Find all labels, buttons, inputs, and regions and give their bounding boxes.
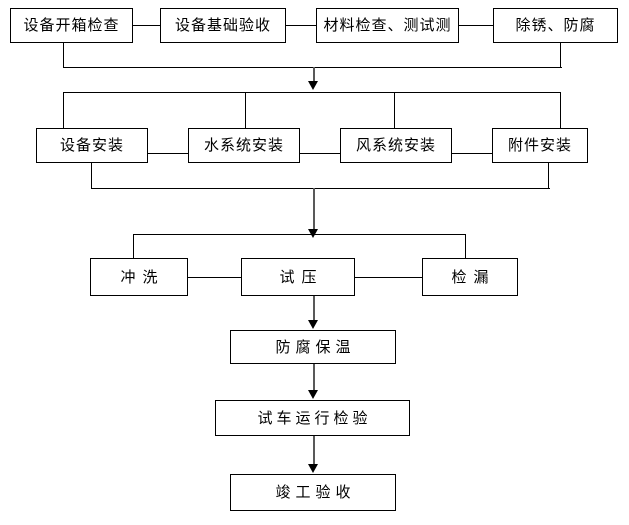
- riser-n11-up: [465, 234, 466, 259]
- riser-n5-up: [63, 92, 64, 128]
- riser-n9-up: [133, 234, 134, 259]
- arrow-install-to-test: [313, 188, 315, 231]
- node-equipment-installation[interactable]: 设备安装: [36, 128, 148, 163]
- collector-bar-row1: [63, 67, 562, 68]
- node-equipment-foundation-acceptance[interactable]: 设备基础验收: [160, 8, 286, 43]
- node-trial-run-inspection[interactable]: 试车运行检验: [215, 400, 410, 436]
- arrow-head-insulation-to-trial: [308, 390, 318, 399]
- link-n5-n6: [148, 153, 188, 154]
- arrow-head-prep-to-install: [308, 81, 318, 90]
- riser-n5-down: [91, 163, 92, 188]
- arrow-insulation-to-trial: [313, 364, 315, 392]
- arrow-test-to-insulation: [313, 296, 315, 322]
- node-water-system-installation[interactable]: 水系统安装: [188, 128, 300, 163]
- riser-n8-up: [560, 92, 561, 128]
- link-n9-n10: [188, 277, 241, 278]
- node-anticorrosion-insulation[interactable]: 防腐保温: [230, 330, 396, 364]
- riser-n6-up: [245, 92, 246, 128]
- node-air-system-installation[interactable]: 风系统安装: [340, 128, 452, 163]
- node-leak-test[interactable]: 检漏: [422, 258, 518, 296]
- riser-n4-down: [560, 43, 561, 67]
- riser-n7-up: [394, 92, 395, 128]
- node-pressure-test[interactable]: 试压: [241, 258, 355, 296]
- node-flushing[interactable]: 冲洗: [90, 258, 188, 296]
- riser-n1-down: [63, 43, 64, 67]
- node-completion-acceptance[interactable]: 竣工验收: [230, 474, 396, 511]
- node-derusting-anticorrosion[interactable]: 除锈、防腐: [493, 8, 618, 43]
- link-n1-n2: [133, 25, 160, 26]
- distributor-bar-row2: [63, 92, 561, 93]
- node-material-inspection-testing[interactable]: 材料检查、测试测: [316, 8, 459, 43]
- link-n2-n3: [286, 25, 316, 26]
- node-accessory-installation[interactable]: 附件安装: [492, 128, 588, 163]
- link-n7-n8: [452, 153, 492, 154]
- link-n6-n7: [300, 153, 340, 154]
- arrow-prep-to-install: [313, 67, 315, 83]
- distributor-bar-row3: [133, 234, 466, 235]
- link-n10-n11: [355, 277, 422, 278]
- arrow-trial-to-completion: [313, 436, 315, 466]
- arrow-head-test-to-insulation: [308, 320, 318, 329]
- arrow-head-install-to-test: [308, 229, 318, 238]
- collector-bar-row2: [91, 188, 550, 189]
- riser-n8-down: [548, 163, 549, 188]
- node-equipment-unpacking-inspection[interactable]: 设备开箱检查: [10, 8, 133, 43]
- link-n3-n4: [459, 25, 493, 26]
- arrow-head-trial-to-completion: [308, 464, 318, 473]
